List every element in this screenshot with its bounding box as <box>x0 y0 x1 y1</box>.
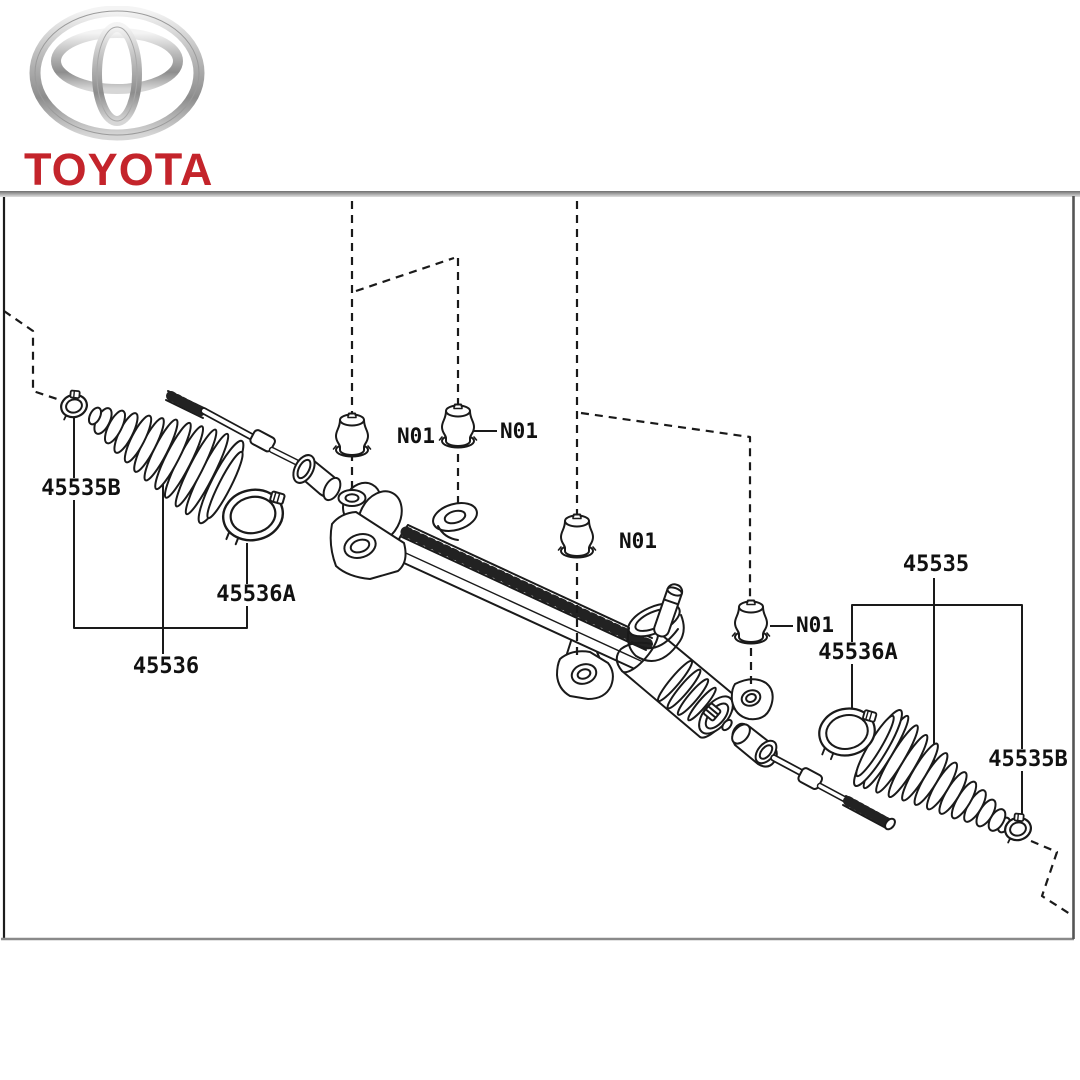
pinion-mount-body <box>626 614 685 662</box>
part-label-n01-1: N01 <box>395 424 437 448</box>
rack-housing-left-end <box>329 481 407 580</box>
diagram-frame <box>1 196 1075 941</box>
steering-gear-assembly <box>56 386 1035 845</box>
boot-clamp-small-left <box>56 386 91 422</box>
grommet-3 <box>557 513 597 559</box>
grommet-1 <box>332 412 372 458</box>
toyota-emblem-icon <box>29 6 205 141</box>
part-label-45535: 45535 <box>900 552 972 577</box>
part-label-45536a-right: 45536A <box>816 640 900 665</box>
header-separator <box>0 191 1080 197</box>
rack-boot-left <box>87 406 245 525</box>
dashed-leaders-over <box>575 563 753 686</box>
inner-tie-rod-right <box>731 722 896 831</box>
part-label-45535b-left: 45535B <box>39 476 123 501</box>
part-label-n01-2: N01 <box>498 419 540 443</box>
grommet-2 <box>438 403 478 449</box>
part-label-n01-4: N01 <box>794 613 836 637</box>
part-label-45536: 45536 <box>130 654 202 679</box>
pinion-input-shaft <box>653 583 684 638</box>
rack-mount-boss-upper <box>432 502 478 541</box>
gear-housing-end-cap <box>656 659 734 735</box>
rack-tube <box>392 524 656 671</box>
part-label-n01-3: N01 <box>617 529 659 553</box>
rack-boot-right <box>853 709 1011 834</box>
inner-tie-rod-left <box>165 390 342 502</box>
brand-wordmark: TOYOTA <box>24 144 214 195</box>
rack-mount-lug-centre <box>556 640 614 700</box>
rack-mount-lug-right <box>730 678 774 721</box>
part-label-45535b-right: 45535B <box>986 747 1070 772</box>
part-label-45536a-left: 45536A <box>214 582 298 607</box>
dashed-leader-lines <box>3 201 1071 915</box>
grommet-4 <box>731 599 771 645</box>
